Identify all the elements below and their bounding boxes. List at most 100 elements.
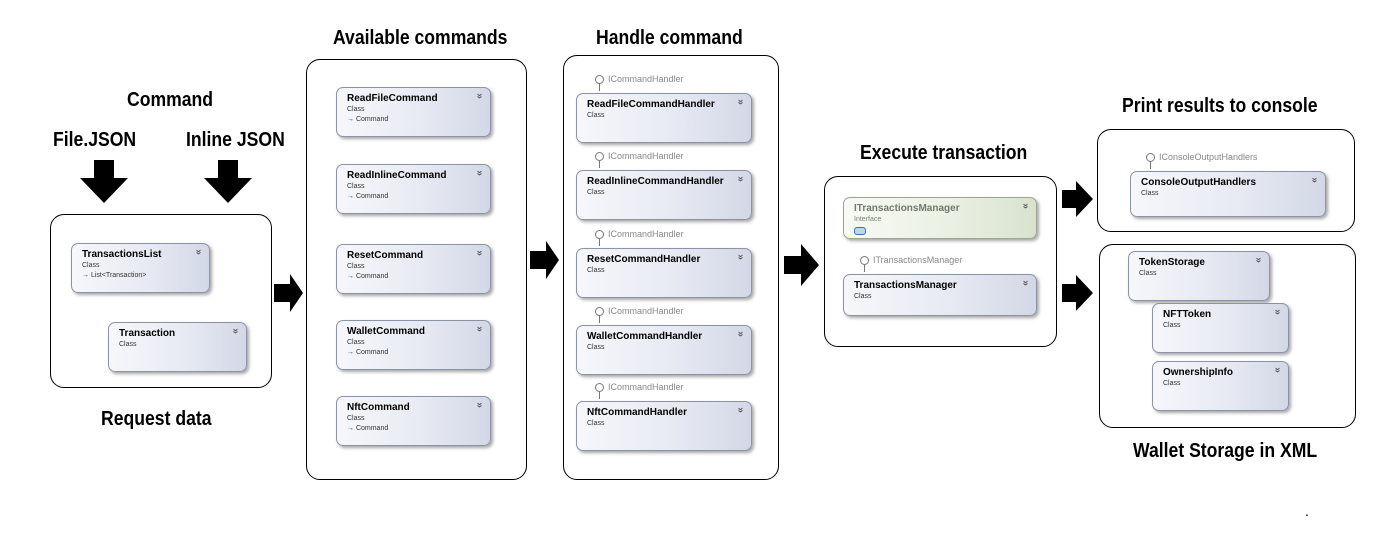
print-results-heading: Print results to console bbox=[1122, 95, 1318, 117]
read-inline-command-handler-card[interactable]: ReadInlineCommandHandler » Class bbox=[576, 170, 752, 220]
card-title: NFTToken bbox=[1163, 309, 1212, 320]
chevron-down-icon[interactable]: » bbox=[474, 93, 486, 99]
wallet-command-handler-card[interactable]: WalletCommandHandler » Class bbox=[576, 325, 752, 375]
card-kind: Class bbox=[1139, 270, 1157, 277]
down-arrow-inline-json bbox=[204, 160, 252, 203]
console-output-handlers-card[interactable]: ConsoleOutputHandlers » Class bbox=[1130, 171, 1326, 217]
card-kind: Class bbox=[854, 293, 872, 300]
chevron-down-icon[interactable]: » bbox=[735, 331, 747, 337]
card-title: NftCommand bbox=[347, 402, 410, 413]
available-commands-heading: Available commands bbox=[333, 27, 508, 49]
handle-command-panel: ICommandHandler ReadFileCommandHandler »… bbox=[563, 55, 779, 480]
card-title: ResetCommand bbox=[347, 250, 424, 261]
chevron-down-icon[interactable]: » bbox=[735, 254, 747, 260]
card-base-type: → Command bbox=[347, 193, 389, 200]
read-inline-command-card[interactable]: ReadInlineCommand » Class → Command bbox=[336, 164, 491, 214]
chevron-down-icon[interactable]: » bbox=[230, 328, 242, 334]
chevron-down-icon[interactable]: » bbox=[1272, 367, 1284, 373]
nft-command-handler-card[interactable]: NftCommandHandler » Class bbox=[576, 401, 752, 451]
execute-transaction-panel: ITransactionsManager » Interface ITransa… bbox=[824, 176, 1057, 347]
card-kind: Class bbox=[347, 415, 365, 422]
chevron-down-icon[interactable]: » bbox=[1020, 203, 1032, 209]
card-title: ITransactionsManager bbox=[854, 203, 960, 214]
chevron-down-icon[interactable]: » bbox=[735, 407, 747, 413]
card-base-type: → Command bbox=[347, 273, 389, 280]
card-title: ReadFileCommandHandler bbox=[587, 99, 715, 110]
card-kind: Class bbox=[82, 262, 100, 269]
chevron-down-icon[interactable]: » bbox=[735, 99, 747, 105]
card-kind: Class bbox=[587, 112, 605, 119]
chevron-down-icon[interactable]: » bbox=[735, 176, 747, 182]
command-heading: Command bbox=[127, 89, 214, 111]
card-title: TokenStorage bbox=[1139, 257, 1205, 268]
card-title: TransactionsManager bbox=[854, 280, 957, 291]
card-kind: Class bbox=[587, 420, 605, 427]
card-kind: Class bbox=[347, 183, 365, 190]
interface-label: ICommandHandler bbox=[608, 306, 684, 316]
interface-label: IConsoleOutputHandlers bbox=[1159, 152, 1258, 162]
nft-command-card[interactable]: NftCommand » Class → Command bbox=[336, 396, 491, 446]
card-kind: Class bbox=[587, 344, 605, 351]
interface-label: ICommandHandler bbox=[608, 151, 684, 161]
file-json-heading: File.JSON bbox=[53, 129, 137, 151]
interface-label: ICommandHandler bbox=[608, 382, 684, 392]
card-title: NftCommandHandler bbox=[587, 407, 688, 418]
card-kind: Class bbox=[1163, 322, 1181, 329]
card-title: ReadInlineCommand bbox=[347, 170, 447, 181]
transactions-manager-card[interactable]: TransactionsManager » Class bbox=[843, 274, 1037, 316]
right-arrow-handlers-to-execute bbox=[784, 244, 819, 286]
card-title: ReadInlineCommandHandler bbox=[587, 176, 724, 187]
interface-label: ICommandHandler bbox=[608, 229, 684, 239]
card-title: TransactionsList bbox=[82, 249, 162, 260]
card-kind: Class bbox=[347, 263, 365, 270]
transaction-card[interactable]: Transaction » Class bbox=[108, 322, 247, 372]
interface-label: ICommandHandler bbox=[608, 74, 684, 84]
right-arrow-request-to-commands bbox=[274, 274, 303, 312]
card-base-type: → List<Transaction> bbox=[82, 272, 147, 279]
print-results-panel: IConsoleOutputHandlers ConsoleOutputHand… bbox=[1097, 129, 1355, 232]
handle-command-heading: Handle command bbox=[596, 27, 743, 49]
token-storage-card[interactable]: TokenStorage » Class bbox=[1128, 251, 1270, 301]
card-title: WalletCommandHandler bbox=[587, 331, 703, 342]
card-kind: Class bbox=[347, 339, 365, 346]
card-kind: Interface bbox=[854, 216, 882, 223]
card-kind: Class bbox=[119, 341, 137, 348]
card-kind: Class bbox=[587, 267, 605, 274]
read-file-command-card[interactable]: ReadFileCommand » Class → Command bbox=[336, 87, 491, 137]
request-data-panel: TransactionsList » Class → List<Transact… bbox=[50, 214, 272, 388]
interface-icon bbox=[854, 227, 866, 235]
chevron-down-icon[interactable]: » bbox=[474, 326, 486, 332]
request-data-heading: Request data bbox=[101, 408, 212, 430]
read-file-command-handler-card[interactable]: ReadFileCommandHandler » Class bbox=[576, 93, 752, 143]
interface-label: ITransactionsManager bbox=[873, 255, 963, 265]
chevron-down-icon[interactable]: » bbox=[474, 250, 486, 256]
card-base-type: → Command bbox=[347, 116, 389, 123]
card-kind: Class bbox=[347, 106, 365, 113]
nft-token-card[interactable]: NFTToken » Class bbox=[1152, 303, 1289, 353]
right-arrow-commands-to-handlers bbox=[530, 241, 559, 279]
reset-command-handler-card[interactable]: ResetCommandHandler » Class bbox=[576, 248, 752, 298]
right-arrow-execute-to-console bbox=[1062, 181, 1093, 217]
footer-dot: . bbox=[1305, 503, 1309, 519]
chevron-down-icon[interactable]: » bbox=[474, 402, 486, 408]
chevron-down-icon[interactable]: » bbox=[474, 170, 486, 176]
chevron-down-icon[interactable]: » bbox=[193, 249, 205, 255]
reset-command-card[interactable]: ResetCommand » Class → Command bbox=[336, 244, 491, 294]
available-commands-panel: ReadFileCommand » Class → Command ReadIn… bbox=[306, 59, 527, 480]
chevron-down-icon[interactable]: » bbox=[1020, 280, 1032, 286]
card-kind: Class bbox=[1163, 380, 1181, 387]
wallet-storage-heading: Wallet Storage in XML bbox=[1133, 440, 1318, 462]
transactions-list-card[interactable]: TransactionsList » Class → List<Transact… bbox=[71, 243, 210, 293]
inline-json-heading: Inline JSON bbox=[186, 129, 285, 151]
card-title: Transaction bbox=[119, 328, 176, 339]
card-kind: Class bbox=[587, 189, 605, 196]
card-base-type: → Command bbox=[347, 349, 389, 356]
wallet-command-card[interactable]: WalletCommand » Class → Command bbox=[336, 320, 491, 370]
itransactions-manager-interface-card[interactable]: ITransactionsManager » Interface bbox=[843, 197, 1037, 239]
chevron-down-icon[interactable]: » bbox=[1253, 257, 1265, 263]
down-arrow-file-json bbox=[80, 160, 128, 203]
chevron-down-icon[interactable]: » bbox=[1272, 309, 1284, 315]
chevron-down-icon[interactable]: » bbox=[1309, 177, 1321, 183]
ownership-info-card[interactable]: OwnershipInfo » Class bbox=[1152, 361, 1289, 411]
